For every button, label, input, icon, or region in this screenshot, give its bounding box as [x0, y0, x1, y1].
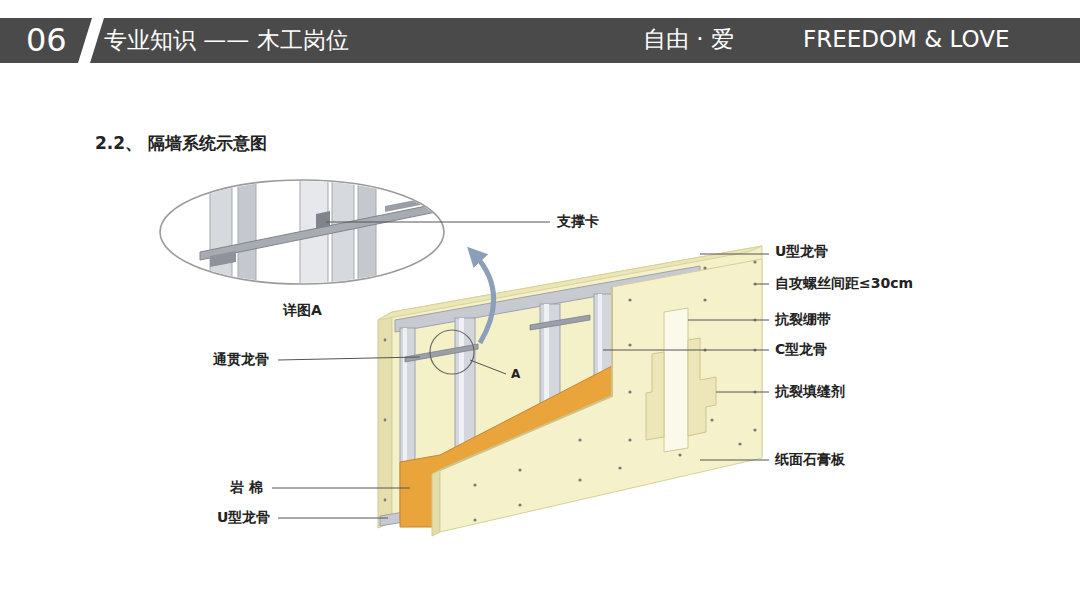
header-slash: [78, 18, 104, 63]
part-label: 抗裂绷带: [775, 311, 831, 328]
diagram-title: 2.2、 隔墙系统示意图: [95, 133, 267, 153]
joint-tape: [664, 308, 688, 452]
part-label: 通贯龙骨: [213, 351, 269, 368]
joint-filler: [688, 338, 716, 436]
part-label: U型龙骨: [775, 243, 828, 260]
part-label: U型龙骨: [217, 509, 270, 526]
gypsum-board: [440, 259, 762, 532]
header-text: 自由 · 爱: [643, 26, 734, 54]
header-text: 专业知识 —— 木工岗位: [104, 27, 349, 55]
part-label: 抗裂填缝剂: [775, 383, 845, 400]
joint-filler: [646, 352, 664, 440]
detail-drawing: [200, 170, 446, 300]
detail-mark: [430, 330, 474, 374]
board-edge: [378, 312, 392, 528]
part-label: 岩 棉: [230, 479, 263, 496]
header-bar: [0, 18, 1080, 63]
board-edge: [432, 470, 440, 536]
detail-label: 详图A: [283, 302, 322, 319]
leader-lines: [272, 222, 769, 518]
screws: [384, 260, 757, 521]
part-label: 自攻螺丝间距≤30cm: [775, 275, 913, 292]
header-text: FREEDOM & LOVE: [803, 26, 1009, 54]
board-cut-edge: [440, 287, 612, 470]
callout-letter: A: [511, 367, 520, 381]
part-label: 支撑卡: [557, 213, 599, 230]
through-bar: [405, 315, 590, 362]
detail-arrow: [474, 254, 494, 343]
part-label: 纸面石膏板: [775, 451, 845, 468]
part-label: C型龙骨: [775, 341, 827, 358]
header-number: 06: [26, 21, 67, 59]
